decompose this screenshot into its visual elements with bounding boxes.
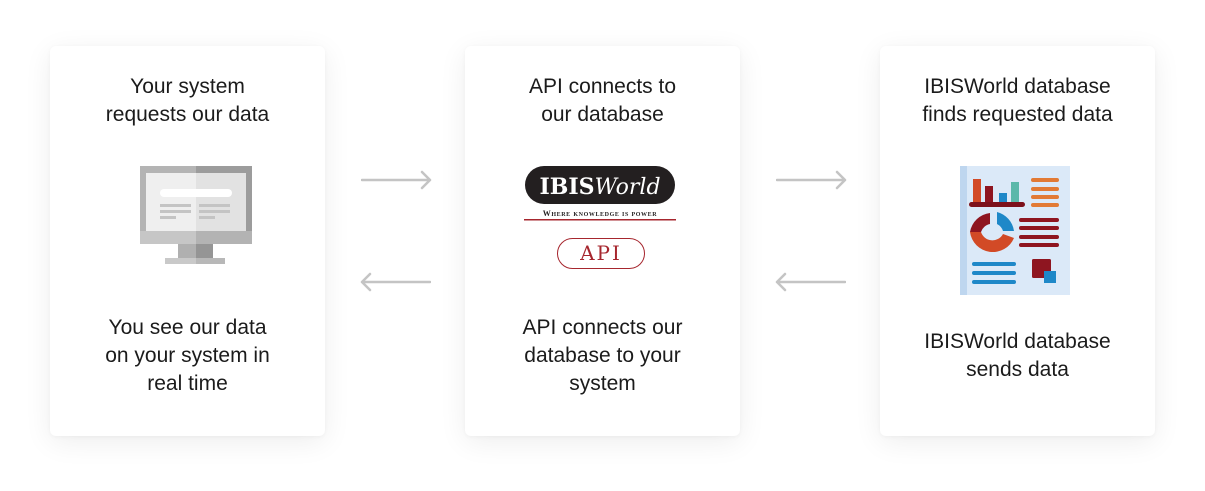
arrow-right-icon xyxy=(776,170,847,190)
desktop-monitor-icon xyxy=(140,166,252,264)
data-report-icon xyxy=(960,166,1070,295)
logo-wordmark: IBISWorld xyxy=(539,174,660,200)
arrow-left-icon xyxy=(775,272,846,292)
step-caption-top: API connects to our database xyxy=(528,75,677,126)
step-card-system-request: Your system requests our data You see ou… xyxy=(50,46,325,436)
step-caption-bottom: API connects our database to your system xyxy=(522,316,683,395)
step-card-database: IBISWorld database finds requested data xyxy=(880,46,1155,436)
step-caption-bottom: You see our data on your system in real … xyxy=(105,316,270,395)
logo-tagline: Where knowledge is power xyxy=(543,209,657,218)
arrow-left-icon xyxy=(360,272,431,292)
step-card-api-connects: API connects to our database IBISWorld W… xyxy=(465,46,740,436)
step-caption-top: Your system requests our data xyxy=(105,75,270,126)
step-caption-top: IBISWorld database finds requested data xyxy=(922,75,1113,126)
arrow-right-icon xyxy=(361,170,432,190)
ibisworld-logo: IBISWorld Where knowledge is power xyxy=(524,166,676,221)
api-badge: API xyxy=(557,238,645,269)
step-caption-bottom: IBISWorld database sends data xyxy=(924,330,1111,381)
